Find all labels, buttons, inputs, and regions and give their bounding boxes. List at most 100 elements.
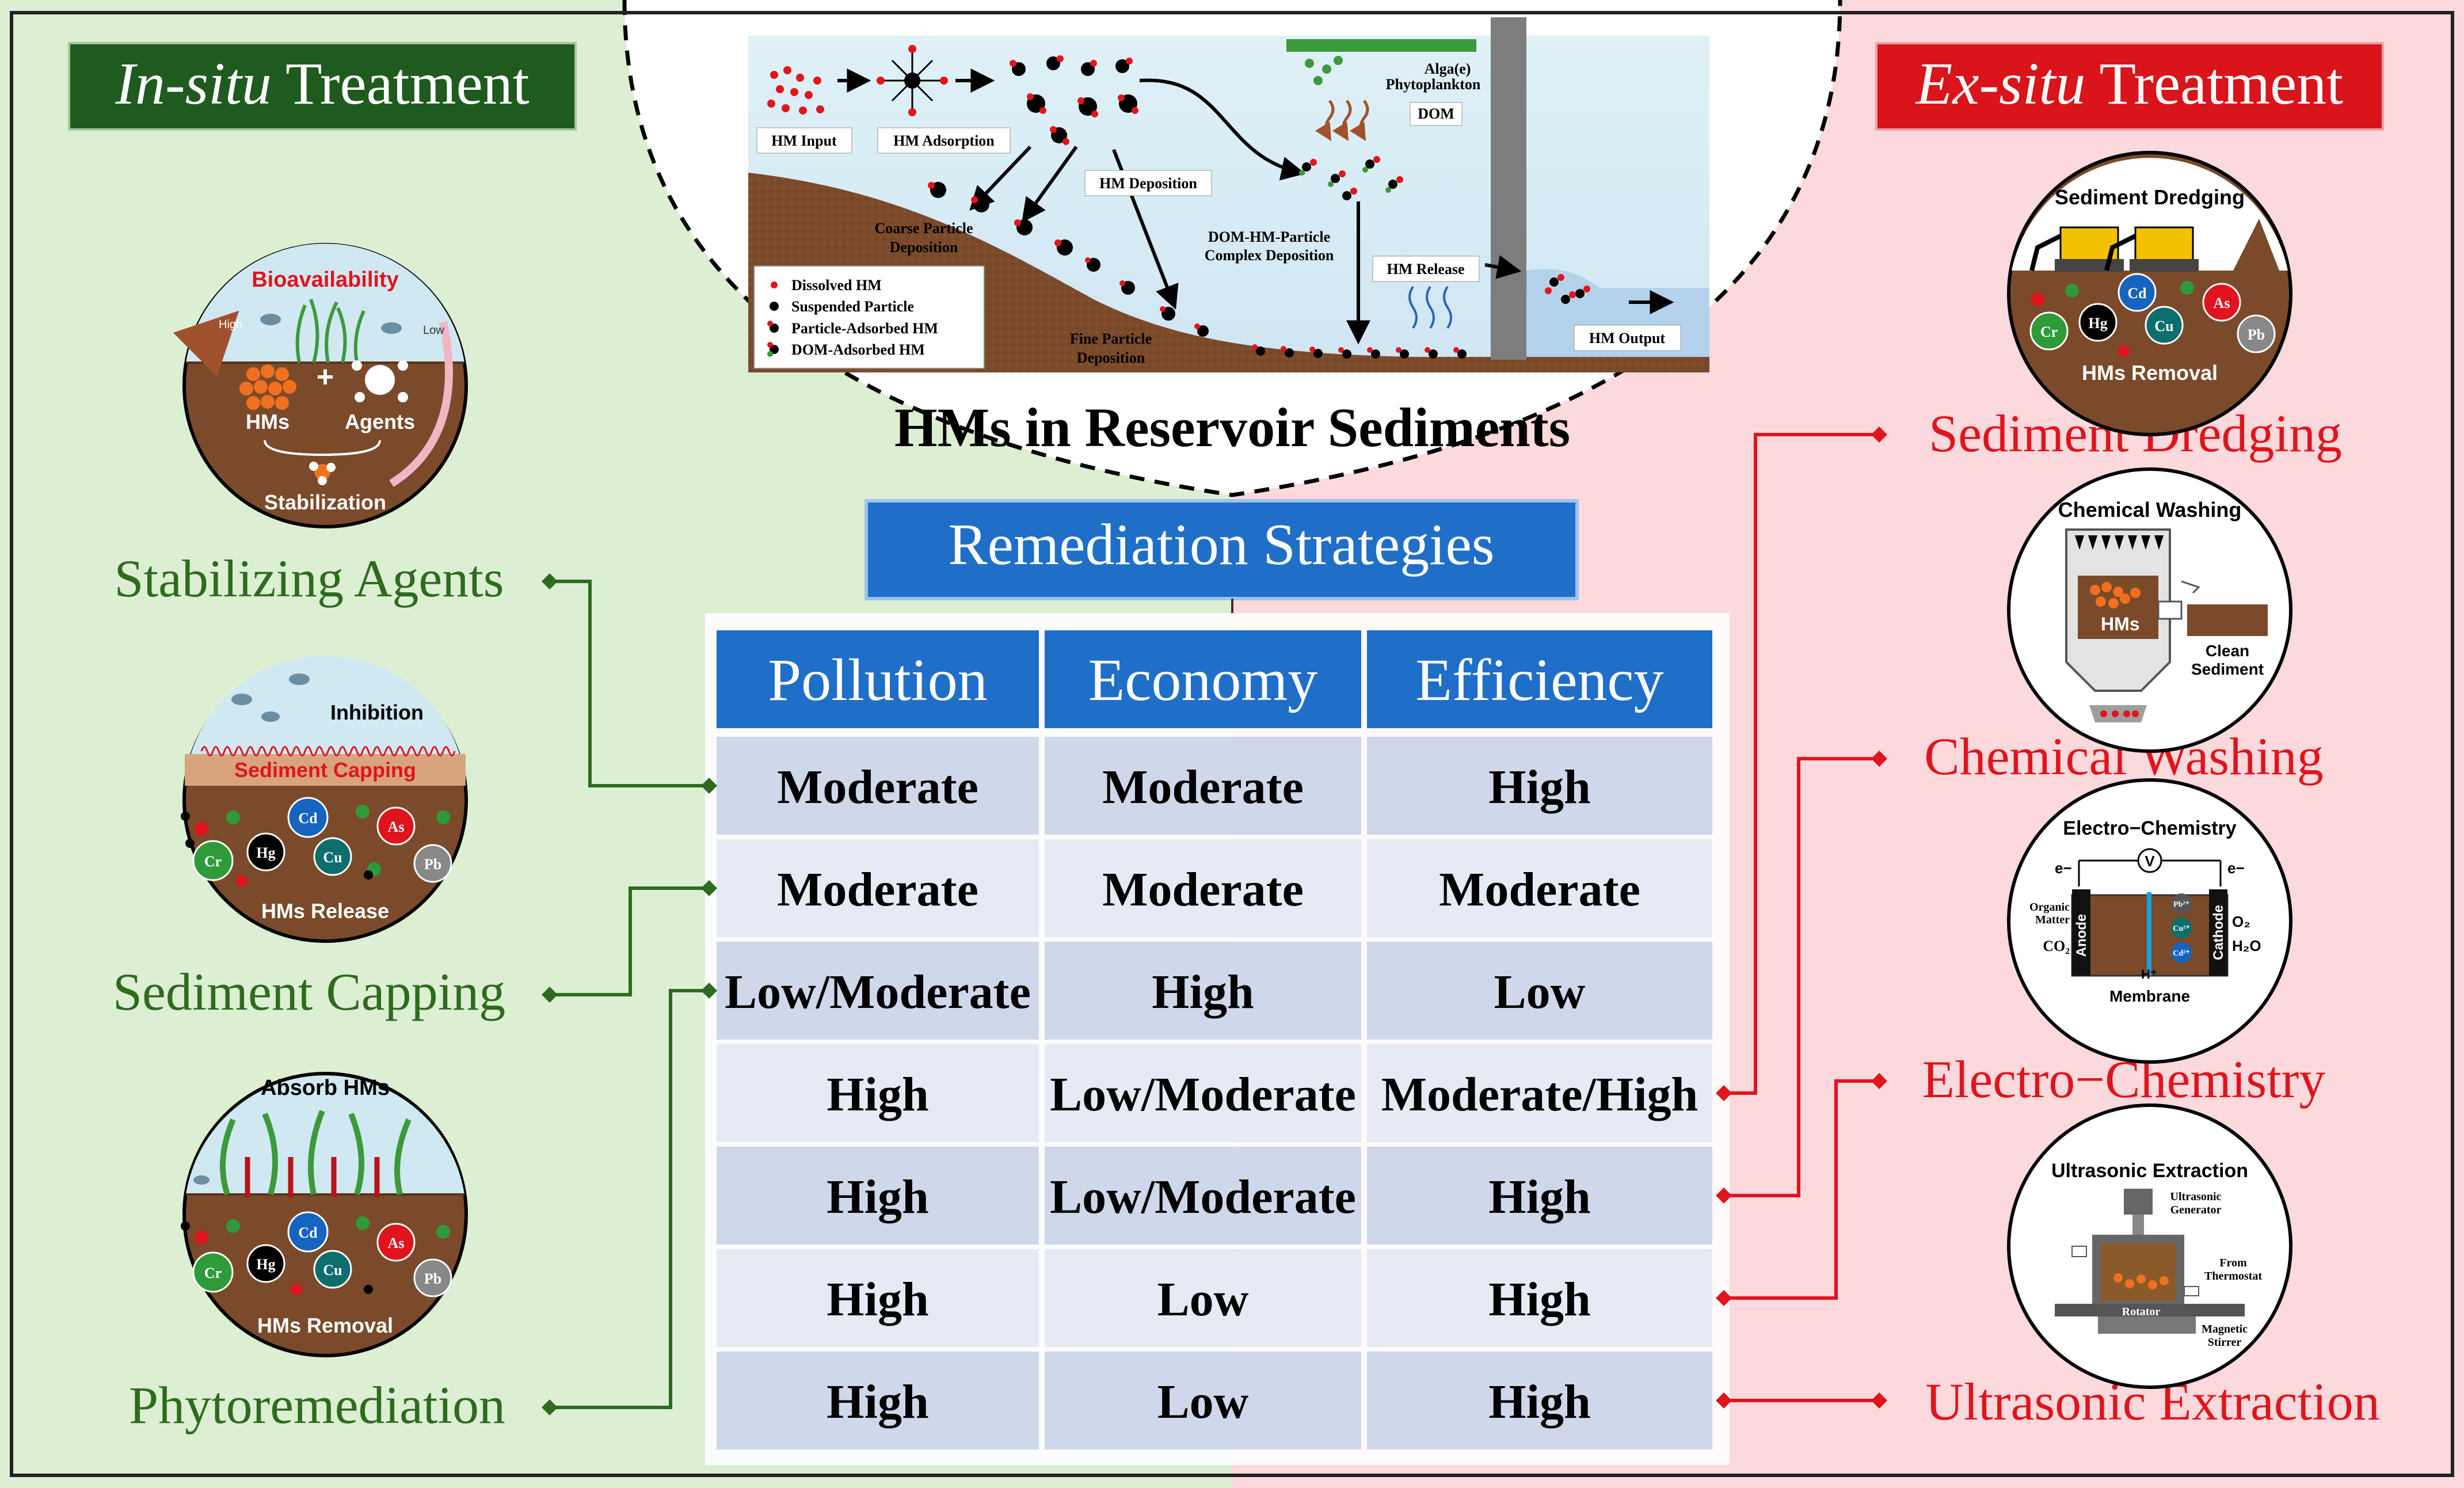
cathode-electrode: [2209, 889, 2227, 976]
table-cell: [1045, 1352, 1361, 1449]
table-cell-value: High: [827, 1170, 928, 1224]
label-algae: Alga(e): [1425, 60, 1471, 77]
svg-text:Magnetic: Magnetic: [2202, 1323, 2248, 1335]
label-hm-adsorption: HM Adsorption: [893, 132, 995, 149]
ex-situ-title-rest: Treatment: [2085, 51, 2343, 117]
svg-text:Pb: Pb: [2248, 326, 2265, 343]
sediment-capping-layer-label: Sediment Capping: [234, 758, 416, 782]
in-situ-method-labels: Stabilizing Agents Sediment Capping Phyt…: [113, 549, 505, 1434]
table-cell-value: Low: [1157, 1273, 1249, 1326]
svg-text:Cu: Cu: [2154, 318, 2173, 334]
membrane-icon: [2147, 892, 2151, 976]
connector-diamond-icon: [542, 573, 558, 589]
svg-text:Hg: Hg: [256, 844, 275, 861]
reservoir-title: HMs in Reservoir Sediments: [894, 397, 1570, 458]
svg-text:As: As: [388, 819, 405, 835]
svg-text:As: As: [2214, 295, 2230, 311]
table-cell: [717, 942, 1039, 1040]
electro-chemistry-circle-label: Electro−Chemistry: [2063, 817, 2236, 839]
voltmeter-icon: [2137, 848, 2162, 873]
table-cell: [1045, 1147, 1361, 1245]
low-label: Low: [423, 324, 444, 337]
svg-text:Organic: Organic: [2029, 901, 2070, 914]
svg-text:Pb: Pb: [424, 1270, 441, 1287]
svg-text:Cd²⁺: Cd²⁺: [2173, 949, 2189, 958]
legend-suspended-particle: Suspended Particle: [791, 298, 914, 315]
label-fine-particle: Fine Particle: [1070, 330, 1152, 347]
table-cell: [717, 737, 1039, 835]
bioavailability-label: Bioavailability: [252, 268, 399, 292]
table-cell: [717, 1044, 1039, 1142]
table-cell: [1367, 1249, 1712, 1347]
table-header-efficiency: Efficiency: [1415, 647, 1663, 713]
table-cell-value: Moderate: [1102, 760, 1304, 814]
table-cell: [1367, 1352, 1712, 1449]
svg-text:Stirrer: Stirrer: [2208, 1336, 2242, 1349]
sediment-dredging-circle-label: Sediment Dredging: [2055, 185, 2245, 209]
capping-circle: Inhibition Sediment Capping Cd As Cr Hg …: [181, 656, 468, 943]
table-header-economy: Economy: [1088, 647, 1318, 713]
connector-diamond-icon: [1871, 427, 1887, 443]
table-cell: [717, 1249, 1039, 1347]
svg-text:V: V: [2145, 853, 2155, 870]
table-cell-value: High: [1488, 1170, 1590, 1224]
algae-layer: [1286, 39, 1476, 52]
plus-sign: +: [317, 360, 334, 394]
table-cell-value: High: [827, 1273, 928, 1326]
hms-cluster-icon: [239, 364, 296, 410]
connector-diamond-icon: [701, 778, 717, 794]
svg-text:CO₂: CO₂: [2043, 938, 2070, 954]
reservoir-legend: Dissolved HM Suspended Particle Particle…: [753, 265, 985, 369]
absorb-hms-label: Absorb HMs: [261, 1076, 390, 1100]
table-cell: [1367, 737, 1712, 835]
agents-label: Agents: [345, 410, 415, 433]
table-header-cell: [717, 630, 1039, 728]
svg-text:O₂: O₂: [2232, 913, 2250, 930]
svg-text:Cathode: Cathode: [2211, 905, 2226, 960]
connector-diamond-icon: [1871, 1073, 1887, 1089]
metal-ions-phyto: Cd As Cr Hg Cu Pb: [181, 1211, 452, 1297]
plants-icon: [220, 1110, 412, 1196]
ex-situ-method-labels: Sediment Dredging Chemical Washing Elect…: [1922, 404, 2380, 1431]
svg-text:Cu²⁺: Cu²⁺: [2173, 924, 2189, 933]
algae-dots: [1305, 56, 1343, 85]
table-cell: [1367, 1147, 1712, 1245]
table-cell: [1367, 942, 1712, 1040]
svg-text:Rotator: Rotator: [2122, 1306, 2161, 1318]
reservoir-sediment-slope: [748, 173, 1709, 372]
connector-ex-situ-2: [1724, 1079, 1879, 1300]
excavator-icon: [2029, 226, 2199, 272]
table-cell-value: Low: [1157, 1375, 1249, 1429]
ultrasonic-extraction-circle-label: Ultrasonic Extraction: [2051, 1160, 2248, 1182]
table-cell: [717, 1147, 1039, 1245]
label-phytoplankton: Phytoplankton: [1386, 76, 1481, 93]
svg-text:Generator: Generator: [2170, 1204, 2222, 1216]
low-arrow-icon: [389, 321, 453, 487]
remediation-strategies-title: Remediation Strategies: [949, 512, 1495, 577]
table-cell-value: Low/Moderate: [1050, 1068, 1356, 1121]
label-hm-release: HM Release: [1387, 261, 1464, 277]
clean-label: Clean: [2206, 642, 2249, 660]
high-label: High: [219, 318, 242, 331]
outer-border: [10, 11, 2454, 1477]
table-cell: [717, 1352, 1039, 1449]
label-coarse-particle: Coarse Particle: [874, 220, 973, 237]
method-stabilizing-agents: Stabilizing Agents: [114, 549, 504, 608]
legend-dom-adsorbed-hm: DOM-Adsorbed HM: [791, 341, 925, 358]
connector-in-situ-1: [550, 886, 709, 996]
connectors: [542, 427, 1887, 1415]
in-situ-title-italic: In-situ: [115, 51, 272, 117]
connector-diamond-icon: [542, 1399, 558, 1415]
table-cell-value: Low/Moderate: [725, 965, 1031, 1019]
label-hm-deposition: HM Deposition: [1099, 175, 1197, 192]
table-cell-value: Moderate: [777, 863, 978, 916]
table-cell-value: High: [1152, 965, 1254, 1019]
released-hm: [1545, 274, 1590, 304]
high-arrow-icon: [173, 310, 239, 377]
label-hm-input: HM Input: [771, 132, 837, 149]
table-cell: [1045, 1249, 1361, 1347]
hm-adsorption-particle: [877, 45, 948, 116]
dom-hm-complexes: [1299, 156, 1403, 200]
